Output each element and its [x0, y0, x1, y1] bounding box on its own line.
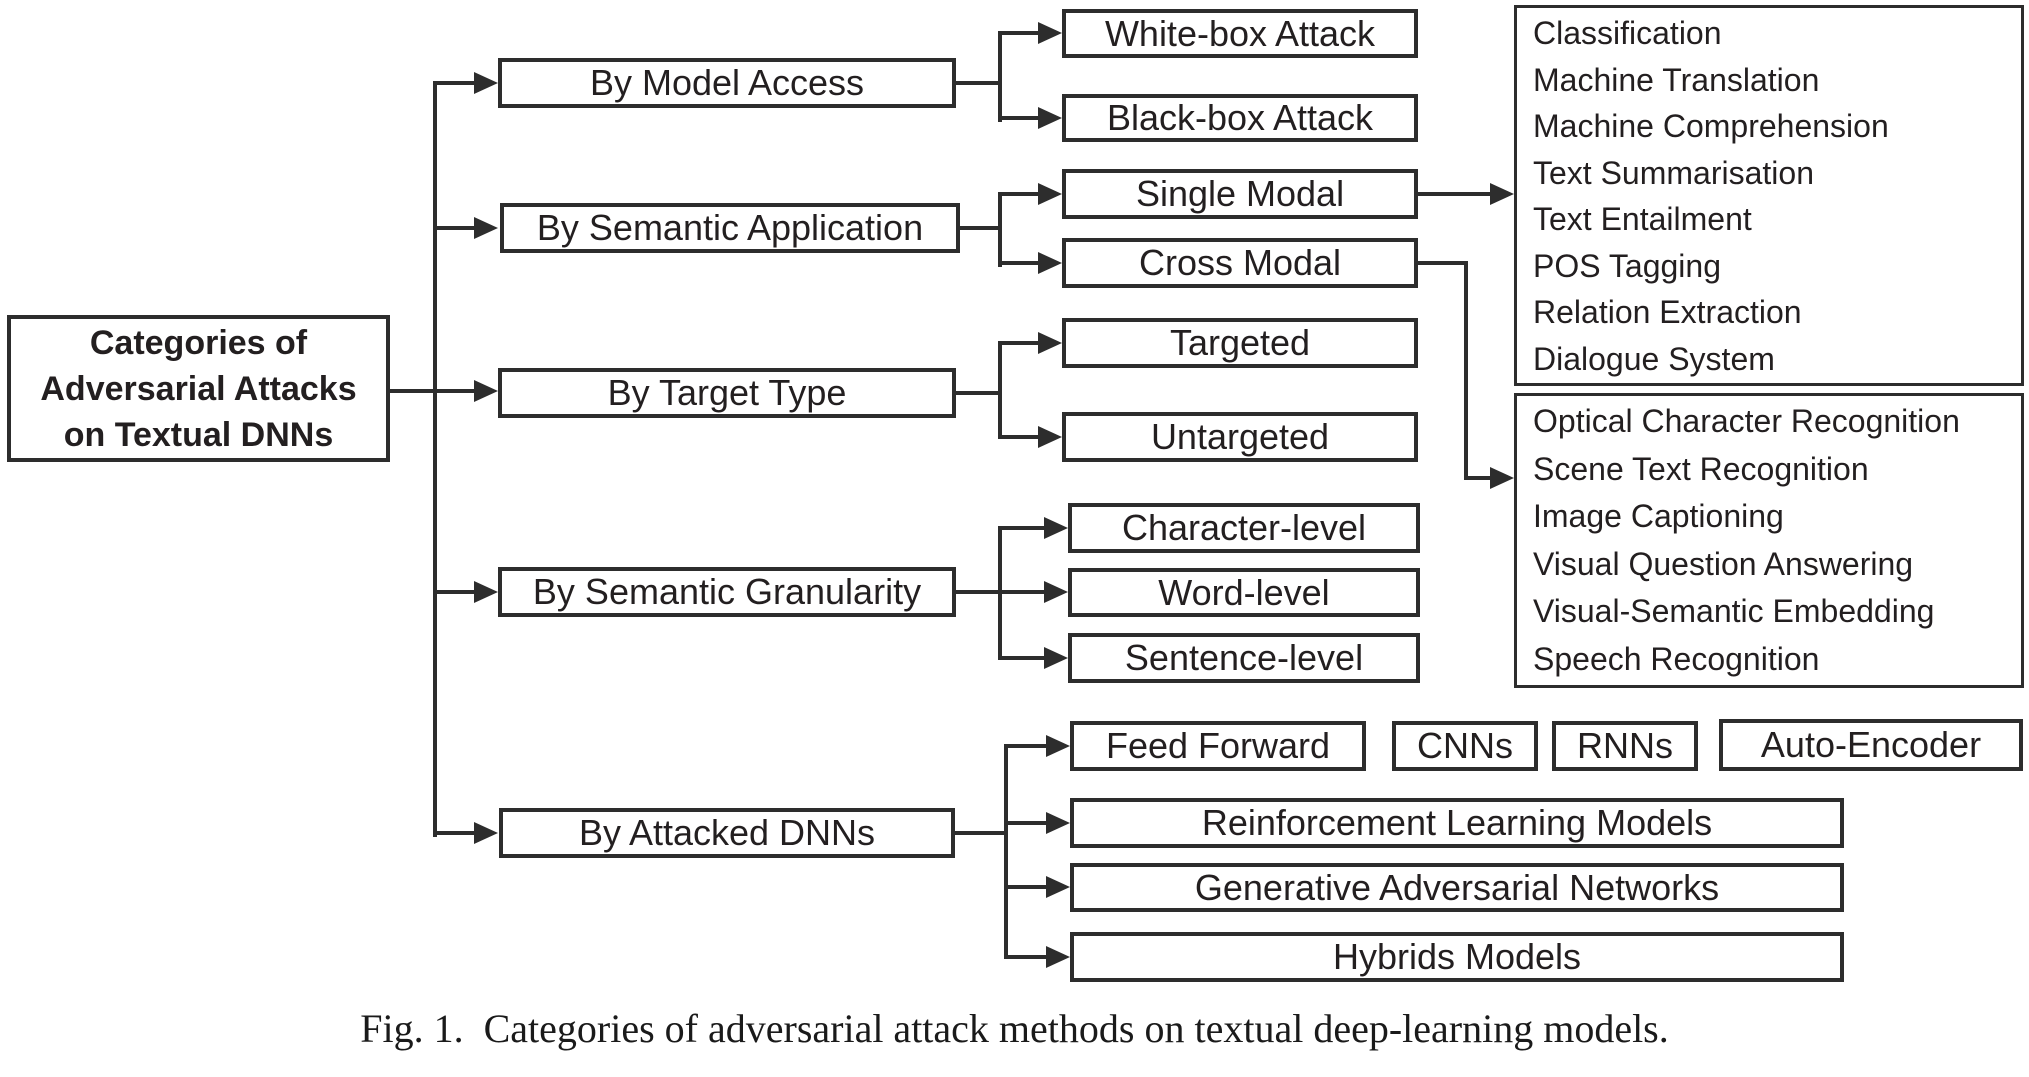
- arrowhead: [1046, 876, 1070, 898]
- arrowhead: [474, 581, 498, 603]
- connector-line: [435, 81, 476, 85]
- category-box-by-model-access: By Model Access: [498, 58, 956, 108]
- child-box-feed-forward: Feed Forward: [1070, 721, 1366, 771]
- arrowhead: [1490, 183, 1514, 205]
- child-box-cnns: CNNs: [1392, 721, 1538, 771]
- arrowhead: [1038, 183, 1062, 205]
- category-box-by-target-type: By Target Type: [498, 368, 956, 418]
- connector-line: [1000, 192, 1038, 196]
- connector-line: [1464, 261, 1468, 480]
- connector-line: [1000, 116, 1038, 120]
- arrowhead: [1038, 107, 1062, 129]
- child-box-cross-modal: Cross Modal: [1062, 238, 1418, 288]
- category-box-by-semantic-granularity: By Semantic Granularity: [498, 567, 956, 617]
- list-item: Machine Comprehension: [1533, 108, 1889, 144]
- child-box-single-modal: Single Modal: [1062, 169, 1418, 219]
- connector-line: [1004, 744, 1008, 959]
- list-box-cross-modal-tasks: Optical Character Recognition Scene Text…: [1514, 393, 2024, 688]
- list-item: Dialogue System: [1533, 340, 1775, 377]
- arrowhead: [474, 822, 498, 844]
- connector-line: [1000, 435, 1038, 439]
- connector-line: [998, 31, 1002, 122]
- figure-caption: Fig. 1. Categories of adversarial attack…: [360, 1006, 1669, 1051]
- arrowhead: [1044, 517, 1068, 539]
- connector-line: [1000, 526, 1044, 530]
- connector-line: [1418, 192, 1490, 196]
- list-item: Optical Character Recognition: [1533, 403, 1960, 439]
- child-box-targeted: Targeted: [1062, 318, 1418, 368]
- list-item: Visual-Semantic Embedding: [1533, 593, 1935, 629]
- arrowhead: [1038, 252, 1062, 274]
- connector-line: [1464, 476, 1490, 480]
- connector-line: [435, 831, 476, 835]
- child-box-untargeted: Untargeted: [1062, 412, 1418, 462]
- connector-line: [1000, 590, 1044, 594]
- arrowhead: [1490, 467, 1514, 489]
- connector-line: [952, 81, 1002, 85]
- arrowhead: [474, 217, 498, 239]
- arrowhead: [1046, 735, 1070, 757]
- connector-line: [1006, 885, 1046, 889]
- list-item: Machine Translation: [1533, 61, 1820, 98]
- connector-line: [955, 831, 1006, 835]
- list-item: Speech Recognition: [1533, 640, 1820, 677]
- arrowhead: [474, 72, 498, 94]
- connector-line: [1000, 261, 1038, 265]
- arrowhead: [1038, 426, 1062, 448]
- list-item: Relation Extraction: [1533, 294, 1802, 330]
- list-item: Visual Question Answering: [1533, 545, 1914, 582]
- connector-line: [435, 226, 476, 230]
- list-item: Text Entailment: [1533, 201, 1752, 237]
- child-box-character-level: Character-level: [1068, 503, 1420, 553]
- connector-line: [1006, 821, 1046, 825]
- arrowhead: [1044, 647, 1068, 669]
- child-box-white-box-attack: White-box Attack: [1062, 9, 1418, 58]
- connector-line: [1418, 261, 1468, 265]
- connector-line: [956, 391, 1002, 395]
- child-box-sentence-level: Sentence-level: [1068, 633, 1420, 683]
- child-box-auto-encoder: Auto-Encoder: [1719, 719, 2023, 771]
- arrowhead: [1038, 22, 1062, 44]
- connector-line: [1000, 656, 1044, 660]
- connector-line: [958, 226, 1002, 230]
- list-item: Text Summarisation: [1533, 154, 1814, 191]
- list-item: Scene Text Recognition: [1533, 450, 1869, 487]
- child-box-generative-adversarial-networks: Generative Adversarial Networks: [1070, 863, 1844, 912]
- category-box-by-attacked-dnns: By Attacked DNNs: [499, 808, 955, 858]
- child-box-word-level: Word-level: [1068, 568, 1420, 617]
- list-item: POS Tagging: [1533, 247, 1721, 284]
- connector-trunk: [433, 81, 437, 837]
- root-box: Categories of Adversarial Attacks on Tex…: [7, 315, 390, 462]
- list-item: Classification: [1533, 15, 1722, 51]
- list-item: Image Captioning: [1533, 498, 1784, 534]
- child-box-rnns: RNNs: [1552, 721, 1698, 771]
- connector-line: [435, 590, 476, 594]
- connector-line: [1006, 744, 1046, 748]
- connector-line: [390, 389, 478, 393]
- child-box-reinforcement-learning-models: Reinforcement Learning Models: [1070, 798, 1844, 848]
- connector-line: [1006, 955, 1046, 959]
- arrowhead: [1046, 946, 1070, 968]
- list-box-single-modal-tasks: Classification Machine Translation Machi…: [1514, 5, 2024, 386]
- child-box-black-box-attack: Black-box Attack: [1062, 94, 1418, 142]
- connector-line: [956, 590, 1002, 594]
- connector-line: [998, 192, 1002, 267]
- arrowhead: [1038, 332, 1062, 354]
- arrowhead: [1046, 812, 1070, 834]
- connector-line: [998, 341, 1002, 439]
- arrowhead: [474, 380, 498, 402]
- connector-line: [1000, 341, 1038, 345]
- arrowhead: [1044, 581, 1068, 603]
- category-box-by-semantic-application: By Semantic Application: [500, 203, 960, 253]
- child-box-hybrids-models: Hybrids Models: [1070, 932, 1844, 982]
- connector-line: [1000, 31, 1038, 35]
